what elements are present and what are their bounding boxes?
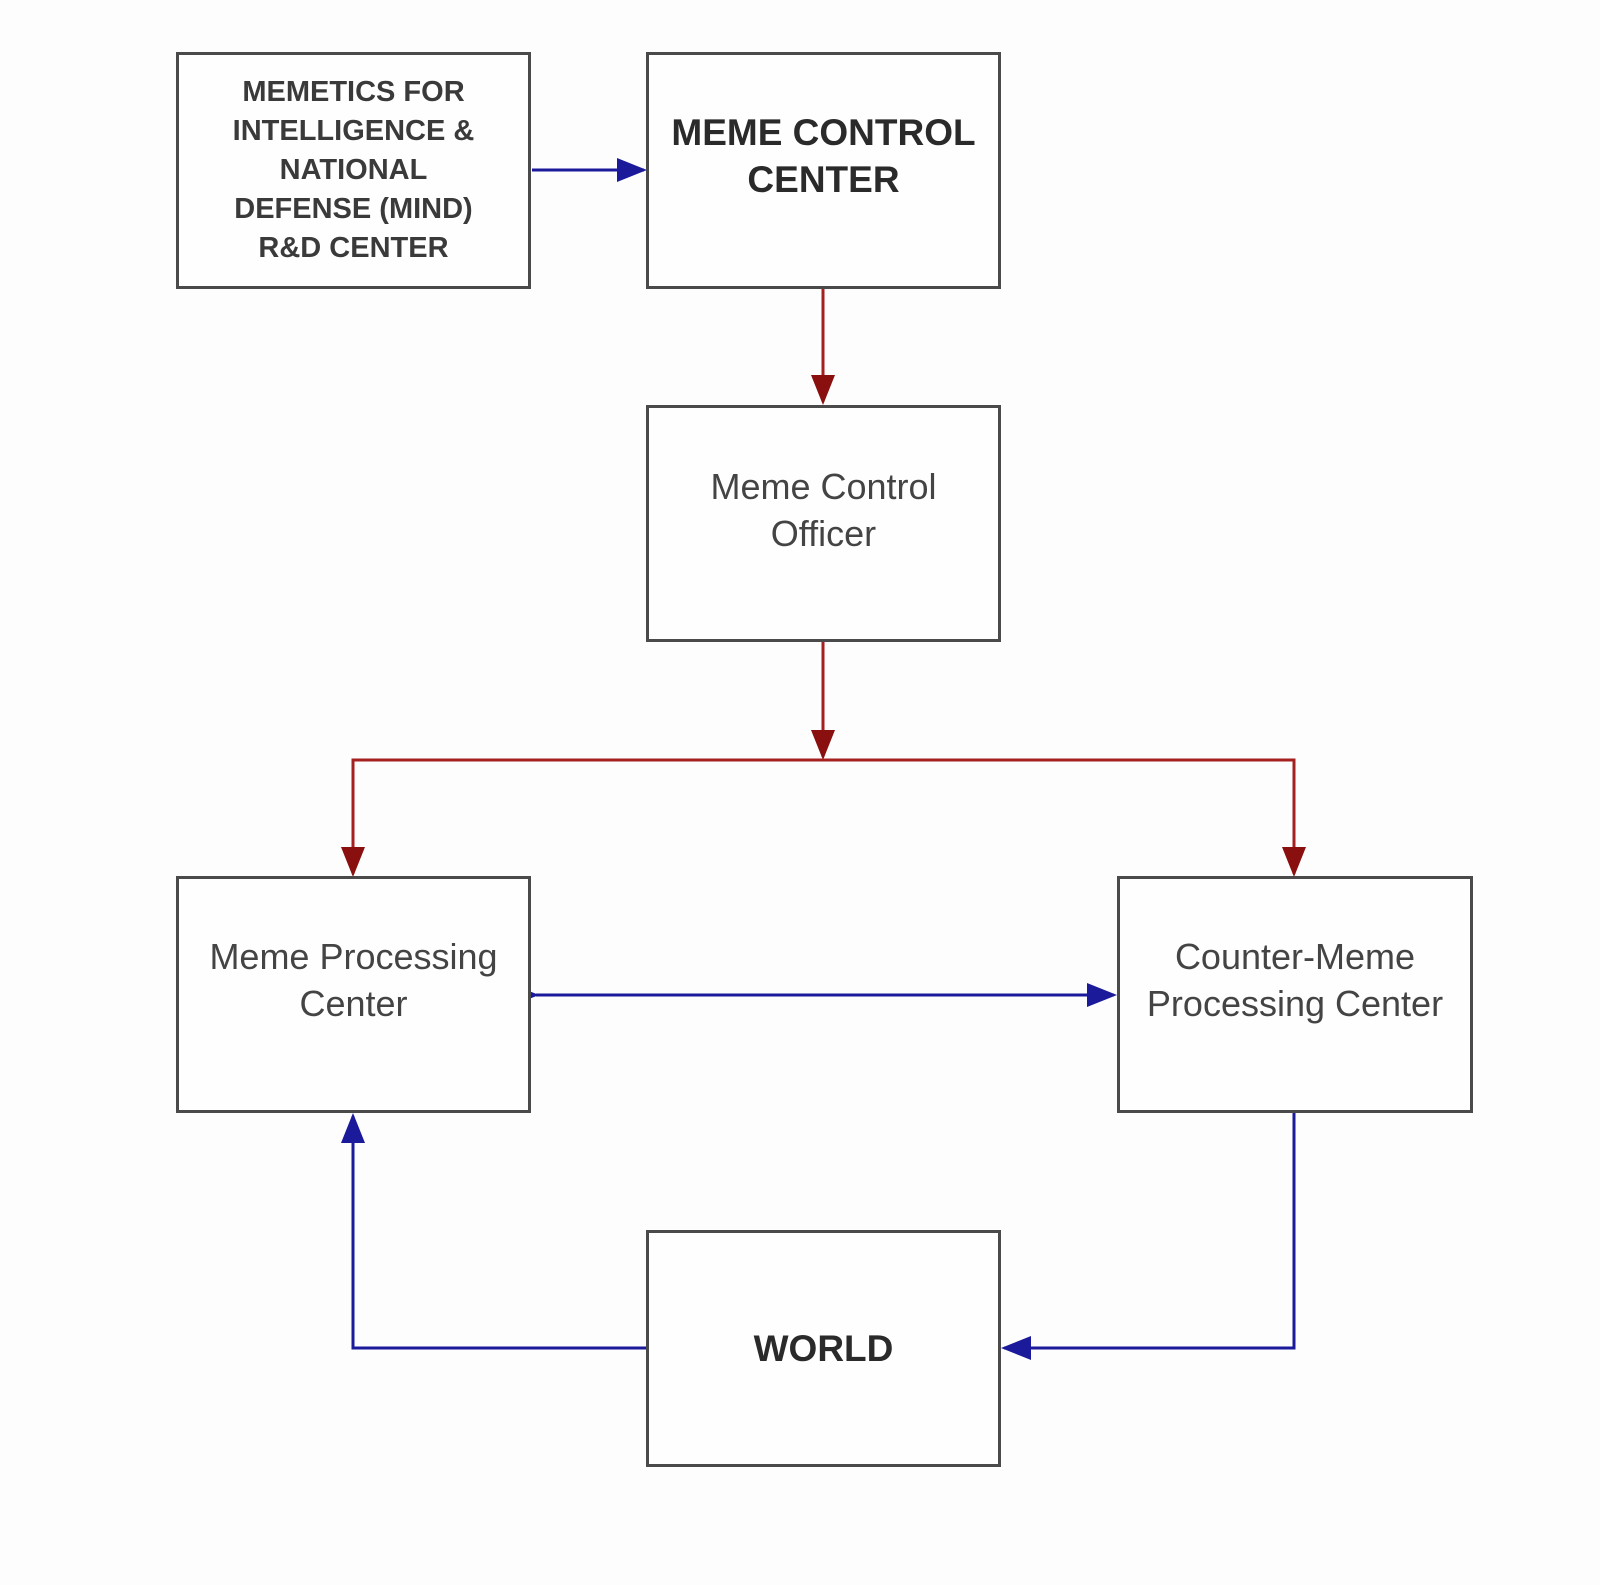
node-label: MEME CONTROL CENTER xyxy=(671,111,976,200)
node-label: Meme Processing Center xyxy=(209,935,498,1024)
node-label: Counter-Meme Processing Center xyxy=(1146,935,1444,1024)
node-label: WORLD xyxy=(753,1328,894,1369)
arrow-world-to-processing xyxy=(341,1113,646,1350)
node-counter-meme-processing-center: Counter-Meme Processing Center xyxy=(1117,876,1473,1113)
node-world: WORLD xyxy=(646,1230,1001,1467)
node-mind-rd-center: MEMETICS FOR INTELLIGENCE & NATIONAL DEF… xyxy=(176,52,531,289)
node-meme-control-officer: Meme Control Officer xyxy=(646,405,1001,642)
arrow-counter-to-world xyxy=(1001,1113,1296,1360)
arrow-branch-to-processing xyxy=(341,758,823,877)
node-label: MEMETICS FOR INTELLIGENCE & NATIONAL DEF… xyxy=(232,76,475,264)
arrow-branch-to-counter xyxy=(823,758,1306,877)
node-meme-processing-center: Meme Processing Center xyxy=(176,876,531,1113)
node-meme-control-center: MEME CONTROL CENTER xyxy=(646,52,1001,289)
node-label: Meme Control Officer xyxy=(710,465,937,554)
